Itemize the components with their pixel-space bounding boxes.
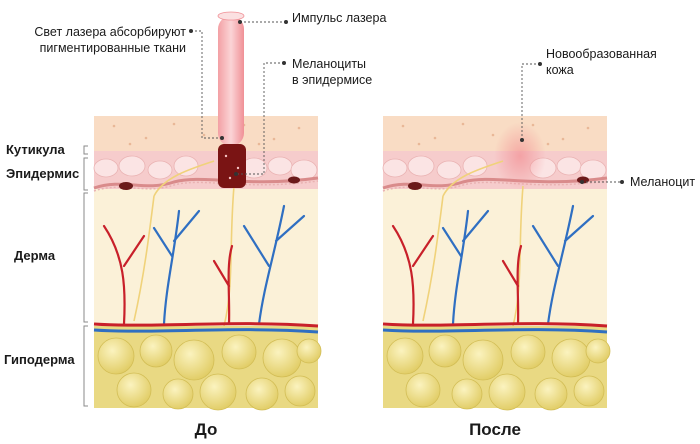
absorb-label-line1: Свет лазера абсорбируют [34,25,186,39]
new-skin-label-line1: Новообразованная [546,47,657,61]
melanocytes-label-line1: Меланоциты [292,57,367,71]
panel-after-caption: После [469,420,521,439]
new-skin-glow [494,122,546,190]
new-skin-label-line2: кожа [546,63,574,77]
layer-dermis-label: Дерма [14,248,56,263]
panel-before [93,11,322,411]
melanocytes-label-line2: в эпидермисе [292,73,373,87]
callout-dots [189,20,624,184]
laser-beam [218,16,244,146]
melanocyte-cell [119,182,133,190]
melanocyte-label: Меланоцит [630,175,696,189]
laser-pulse-label: Импульс лазера [292,11,387,25]
melanocyte-cell [288,176,300,184]
layer-hypodermis-label: Гиподерма [4,352,75,367]
panel-after [382,116,611,411]
panel-before-caption: До [194,420,218,439]
layer-epidermis-label: Эпидермис [6,166,80,181]
absorb-label-line2: пигментированные ткани [39,41,186,55]
layer-brackets [83,145,88,407]
pigment-zone [218,144,246,188]
callout-lines [191,21,622,183]
layer-cuticle-label: Кутикула [6,142,65,157]
